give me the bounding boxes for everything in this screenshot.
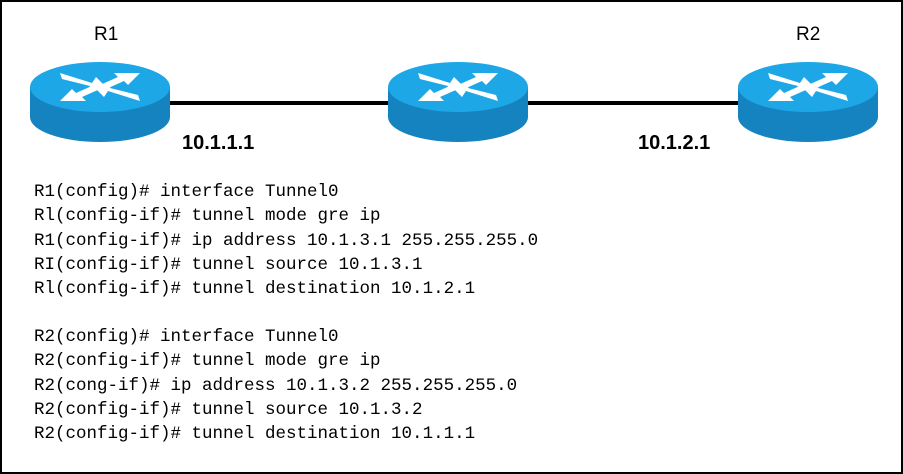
config-line: R2(cong-if)# ip address 10.1.3.2 255.255… <box>34 375 518 396</box>
config-line: R2(config-if)# tunnel source 10.1.3.2 <box>34 399 423 420</box>
config-line: Rl(config-if)# tunnel mode gre ip <box>34 206 381 227</box>
router-r2-label: R2 <box>796 24 821 45</box>
config-line: R1(config)# interface Tunnel0 <box>34 182 339 202</box>
config-line: R2(config-if)# tunnel destination 10.1.1… <box>34 424 476 445</box>
topology <box>30 62 878 142</box>
config-line: RI(config-if)# tunnel source 10.1.3.1 <box>34 254 423 275</box>
router-r1-label: R1 <box>94 24 119 45</box>
config-line: R2(config)# interface Tunnel0 <box>34 327 339 347</box>
router-r1-icon <box>30 62 170 142</box>
router-middle-icon <box>388 62 528 142</box>
config-line: Rl(config-if)# tunnel destination 10.1.2… <box>34 279 476 300</box>
router-r2-icon <box>738 62 878 142</box>
config-line: R1(config-if)# ip address 10.1.3.1 255.2… <box>34 230 539 251</box>
r2-ip-label: 10.1.2.1 <box>638 132 711 154</box>
config-line: R2(config-if)# tunnel mode gre ip <box>34 351 381 372</box>
r1-ip-label: 10.1.1.1 <box>182 132 255 154</box>
